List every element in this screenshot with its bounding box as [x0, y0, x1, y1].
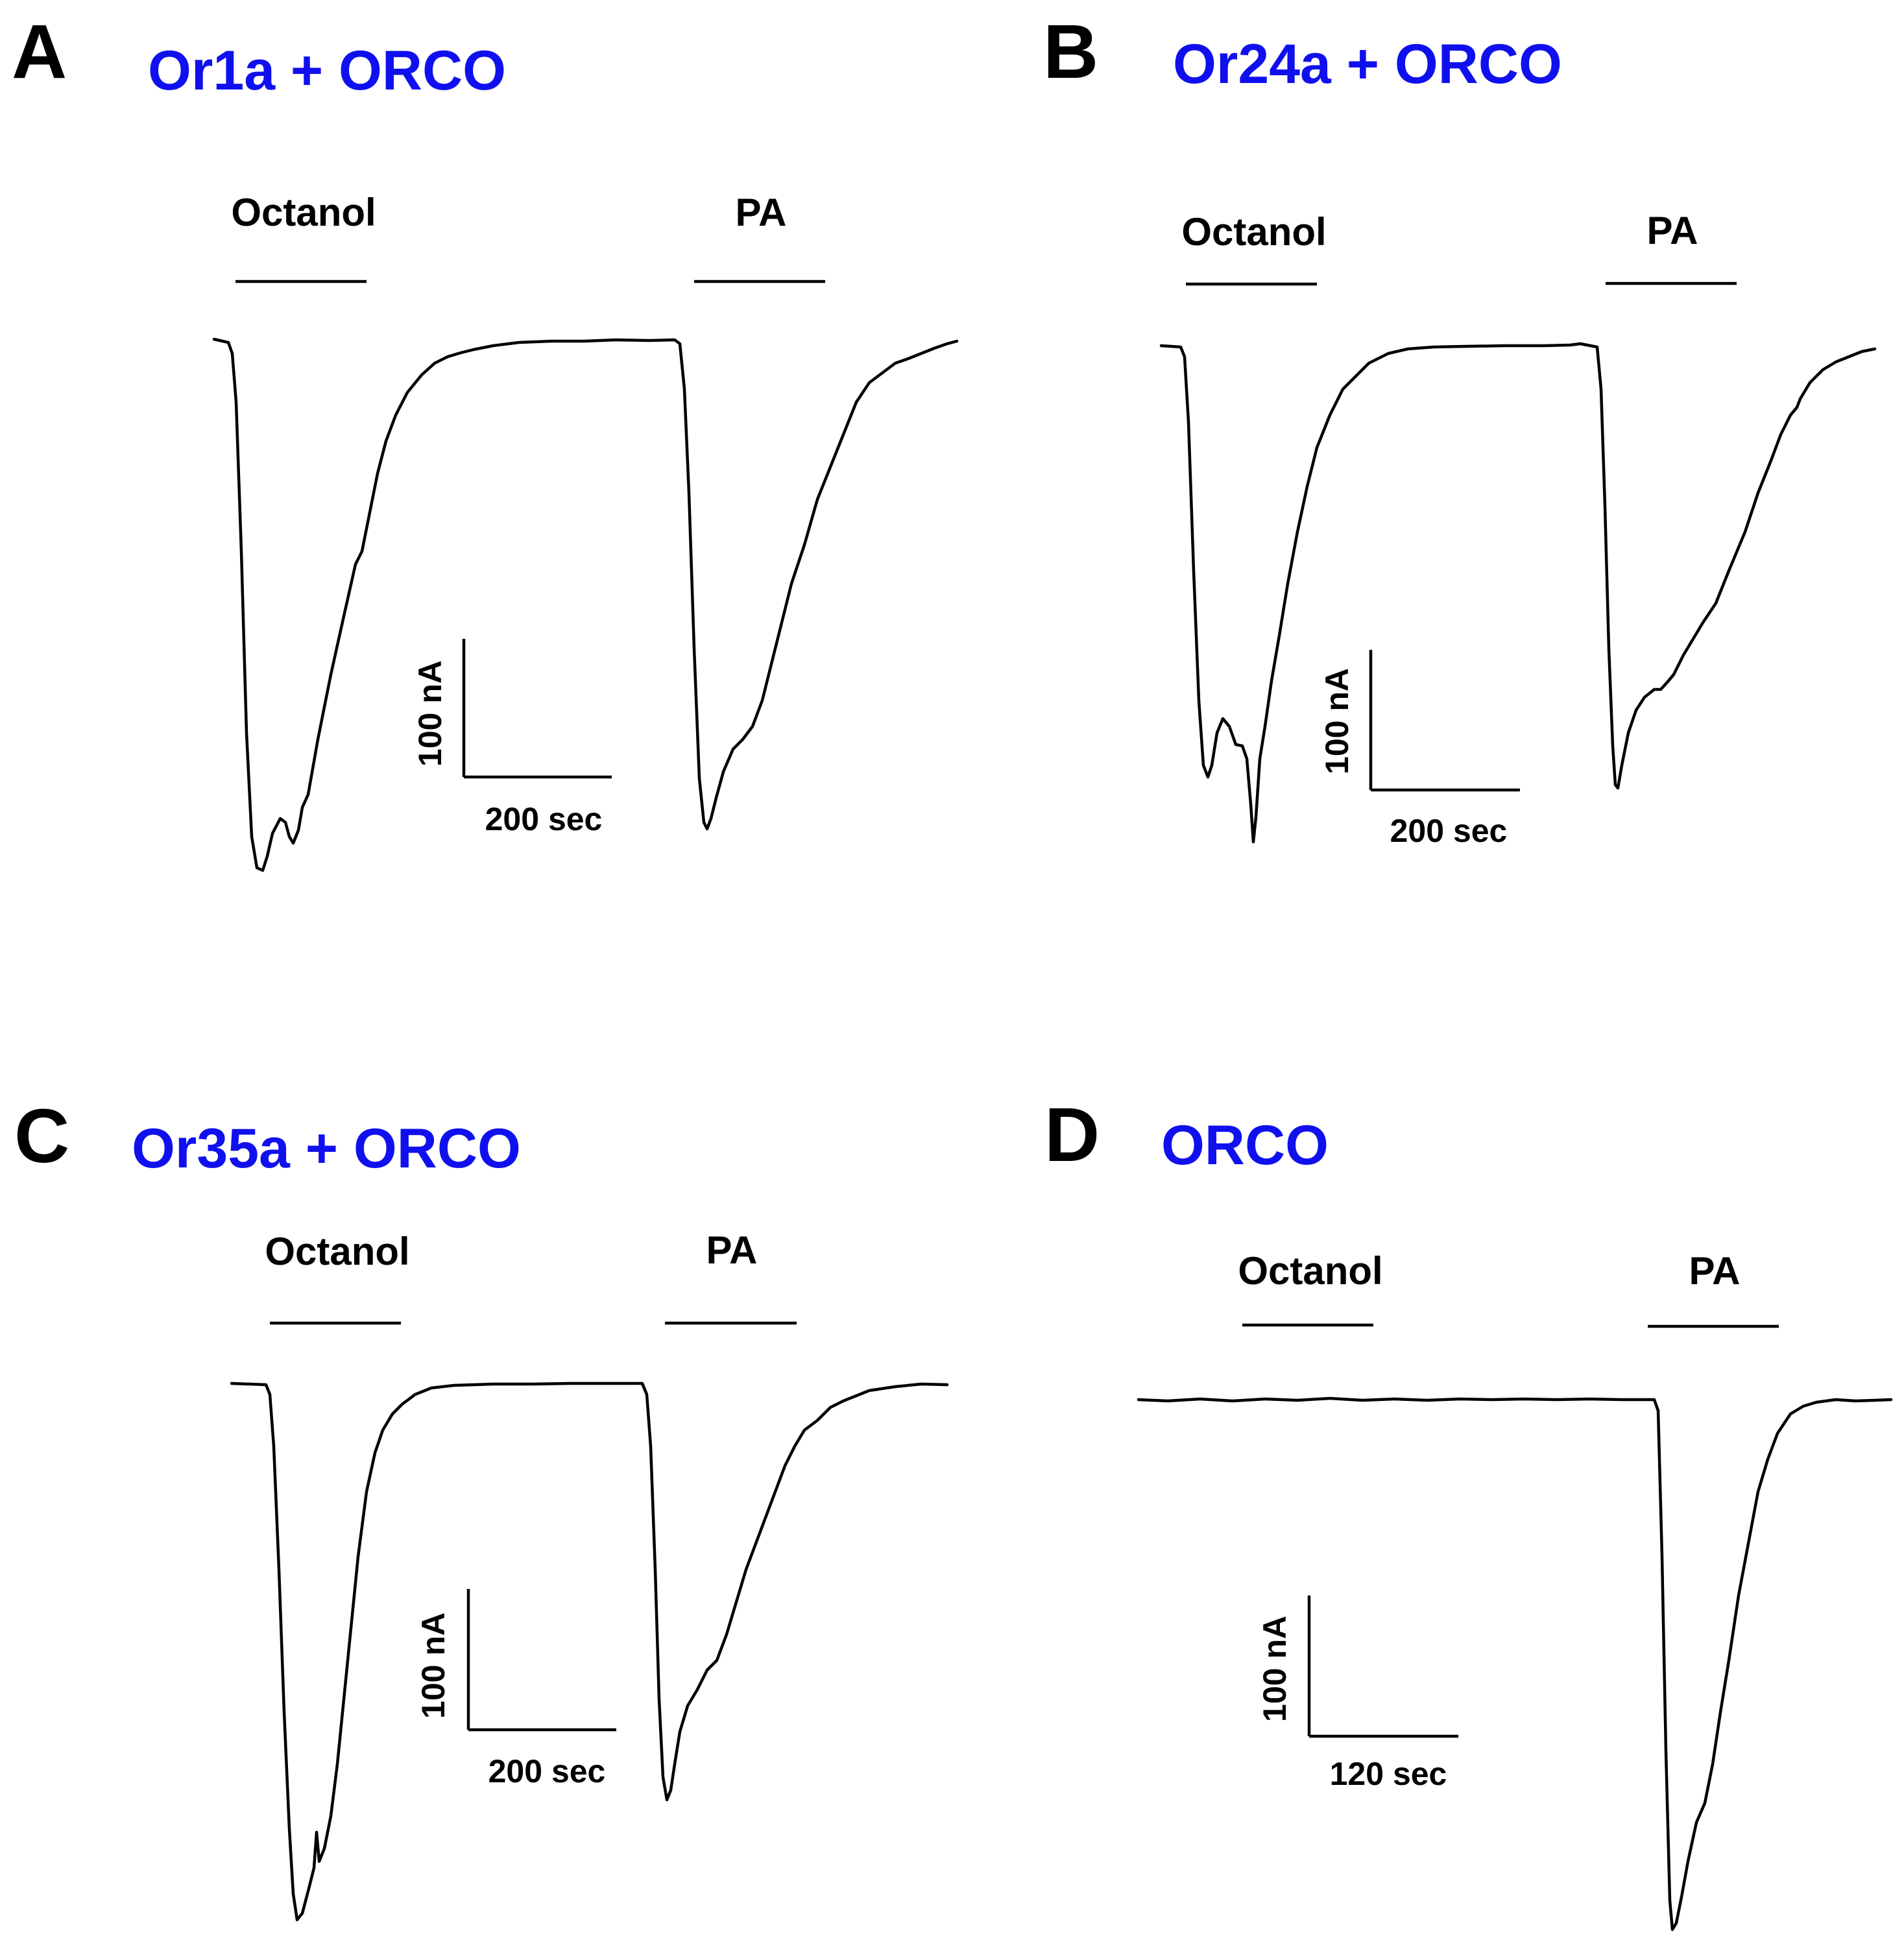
scale-label-time-c: 200 sec — [488, 1753, 606, 1789]
odorant-label-octanol-d: Octanol — [1238, 1249, 1382, 1293]
scale-label-current-c: 100 nA — [415, 1612, 452, 1719]
panel-title-c: Or35a + ORCO — [132, 1117, 521, 1180]
current-trace-d — [1137, 1396, 1893, 1931]
scale-label-current-d: 100 nA — [1257, 1616, 1293, 1722]
panel-d: D ORCO Octanol PA 100 nA 120 sec — [1044, 1092, 1893, 1931]
panel-c: C Or35a + ORCO Octanol PA 100 nA 200 sec — [14, 1094, 949, 1922]
scale-label-time-a: 200 sec — [485, 801, 603, 837]
odorant-label-octanol-b: Octanol — [1181, 210, 1326, 254]
panel-letter-b: B — [1043, 9, 1098, 95]
odorant-label-pa-a: PA — [736, 191, 787, 234]
current-trace-c — [230, 1381, 949, 1922]
odorant-label-pa-c: PA — [706, 1228, 758, 1272]
panel-title-a: Or1a + ORCO — [148, 40, 506, 102]
scale-label-current-b: 100 nA — [1319, 668, 1355, 774]
panel-a: A Or1a + ORCO Octanol PA 100 nA 200 sec — [12, 9, 959, 872]
scale-label-time-b: 200 sec — [1390, 813, 1508, 849]
odorant-label-pa-d: PA — [1689, 1249, 1741, 1293]
current-trace-a — [212, 337, 959, 872]
panel-letter-a: A — [12, 9, 67, 95]
scale-label-current-a: 100 nA — [412, 660, 448, 767]
panel-b: B Or24a + ORCO Octanol PA 100 nA 200 sec — [1043, 9, 1877, 849]
scale-label-time-d: 120 sec — [1330, 1756, 1447, 1792]
panel-letter-d: D — [1044, 1092, 1100, 1178]
panel-title-d: ORCO — [1161, 1114, 1329, 1177]
panel-letter-c: C — [14, 1094, 69, 1179]
panel-title-b: Or24a + ORCO — [1173, 33, 1562, 95]
odorant-label-octanol-a: Octanol — [231, 191, 376, 234]
current-trace-b — [1159, 342, 1877, 844]
odorant-label-octanol-c: Octanol — [265, 1230, 409, 1273]
odorant-label-pa-b: PA — [1647, 209, 1698, 252]
